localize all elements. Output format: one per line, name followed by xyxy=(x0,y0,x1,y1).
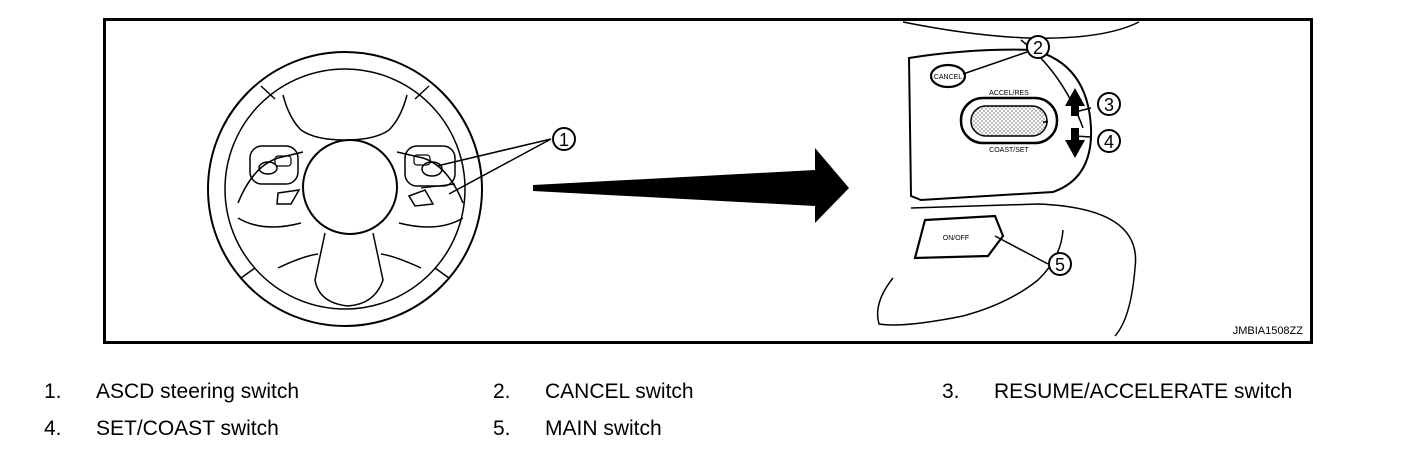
legend-label: ASCD steering switch xyxy=(96,380,300,403)
callout-4: 4 xyxy=(1097,129,1121,153)
svg-text:5: 5 xyxy=(1055,255,1065,275)
callout-1: 1 xyxy=(552,127,576,151)
steering-wheel xyxy=(207,51,483,327)
callout-3: 3 xyxy=(1097,92,1121,116)
svg-text:2: 2 xyxy=(1033,38,1043,58)
legend-num: 5. xyxy=(493,417,511,440)
svg-text:1: 1 xyxy=(559,130,569,150)
callout-1-leaders xyxy=(436,138,552,195)
detail-leaders xyxy=(962,51,1092,265)
legend-label: SET/COAST switch xyxy=(96,417,279,440)
switch-detail xyxy=(876,21,1140,337)
cancel-button-shape xyxy=(929,63,967,89)
figure-code: JMBIA1508ZZ xyxy=(1233,325,1304,337)
wheel-hub xyxy=(302,139,398,235)
svg-text:4: 4 xyxy=(1104,132,1114,152)
on-off-button-shape xyxy=(913,214,1005,260)
callout-2: 2 xyxy=(1026,35,1050,59)
legend-num: 1. xyxy=(44,380,62,403)
wheel-rim-outer xyxy=(207,51,483,327)
diagram-figure: CANCEL ACCEL/RES COAST/SET ON/OFF 1 2 3 xyxy=(103,18,1313,344)
accel-res-label: ACCEL/RES xyxy=(989,90,1029,97)
legend-label: CANCEL switch xyxy=(545,380,694,403)
direction-arrow xyxy=(533,148,849,223)
legend-num: 4. xyxy=(44,417,62,440)
svg-text:3: 3 xyxy=(1104,95,1114,115)
callout-5: 5 xyxy=(1048,252,1072,276)
diagram-svg: CANCEL ACCEL/RES COAST/SET ON/OFF 1 2 3 xyxy=(103,18,1313,344)
legend-label: MAIN switch xyxy=(545,417,662,440)
coast-set-label: COAST/SET xyxy=(989,147,1029,154)
legend-label: RESUME/ACCELERATE switch xyxy=(994,380,1293,403)
ascd-steering-switch xyxy=(404,145,456,187)
accel-coast-toggle xyxy=(959,96,1059,145)
legend-num: 3. xyxy=(942,380,960,403)
cancel-switch-label: CANCEL xyxy=(934,74,963,81)
wheel-rim-inner xyxy=(224,68,466,310)
legend-num: 2. xyxy=(493,380,511,403)
on-off-label: ON/OFF xyxy=(943,235,969,242)
accel-up-arrow xyxy=(1065,88,1085,116)
coast-down-arrow xyxy=(1065,128,1085,158)
